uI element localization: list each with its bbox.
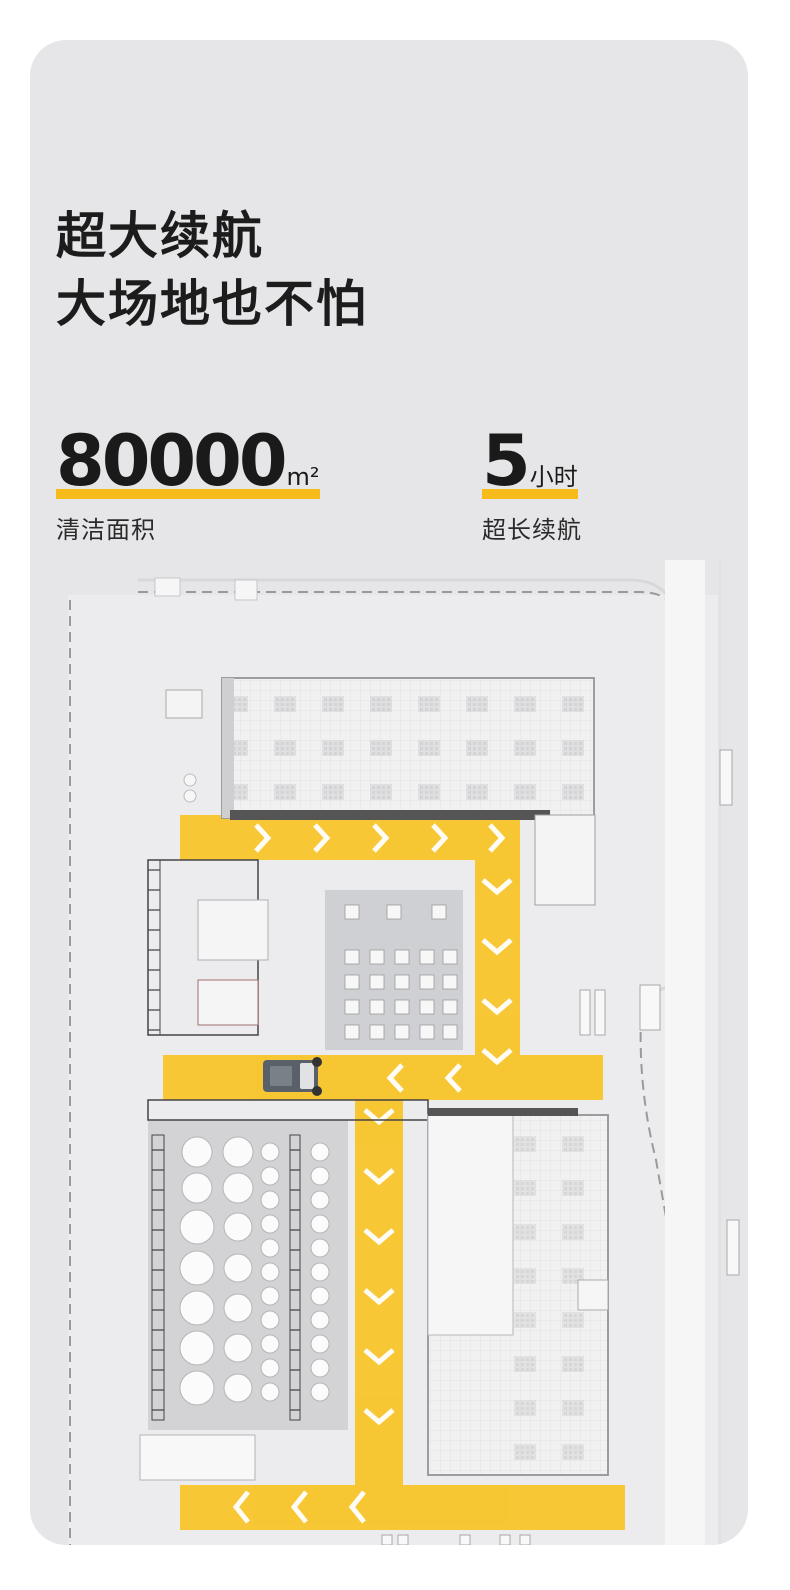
stat-battery-life-value: 5 [482, 420, 531, 502]
headline: 超大续航 大场地也不怕 [56, 202, 368, 338]
west-facilities [147, 859, 269, 1036]
south-warehouse [427, 1108, 609, 1476]
stat-cleaning-area-label: 清洁面积 [56, 516, 156, 544]
tank-farm [139, 1099, 429, 1481]
stat-cleaning-area-number: 80000m² [56, 426, 320, 499]
stat-cleaning-area-value: 80000 [56, 420, 288, 502]
vehicles [381, 749, 740, 1545]
stat-battery-life: 5小时 超长续航 [482, 426, 582, 545]
headline-line-2: 大场地也不怕 [56, 275, 368, 333]
feature-card: 超大续航 大场地也不怕 80000m² 清洁面积 5小时 超长续航 [30, 40, 748, 1545]
factory-site-illustration [30, 560, 748, 1545]
route-direction-chevrons [232, 823, 513, 1524]
stat-cleaning-area: 80000m² 清洁面积 [56, 426, 320, 545]
cleaning-route [163, 815, 625, 1530]
north-warehouse [165, 677, 596, 906]
stat-cleaning-area-unit: m² [286, 463, 320, 491]
stat-battery-life-label: 超长续航 [482, 516, 582, 544]
stat-battery-life-unit: 小时 [529, 463, 578, 491]
floor-scrubber-robot [263, 1057, 322, 1096]
headline-line-1: 超大续航 [56, 207, 264, 265]
central-plaza [325, 890, 463, 1050]
stat-battery-life-number: 5小时 [482, 426, 578, 499]
